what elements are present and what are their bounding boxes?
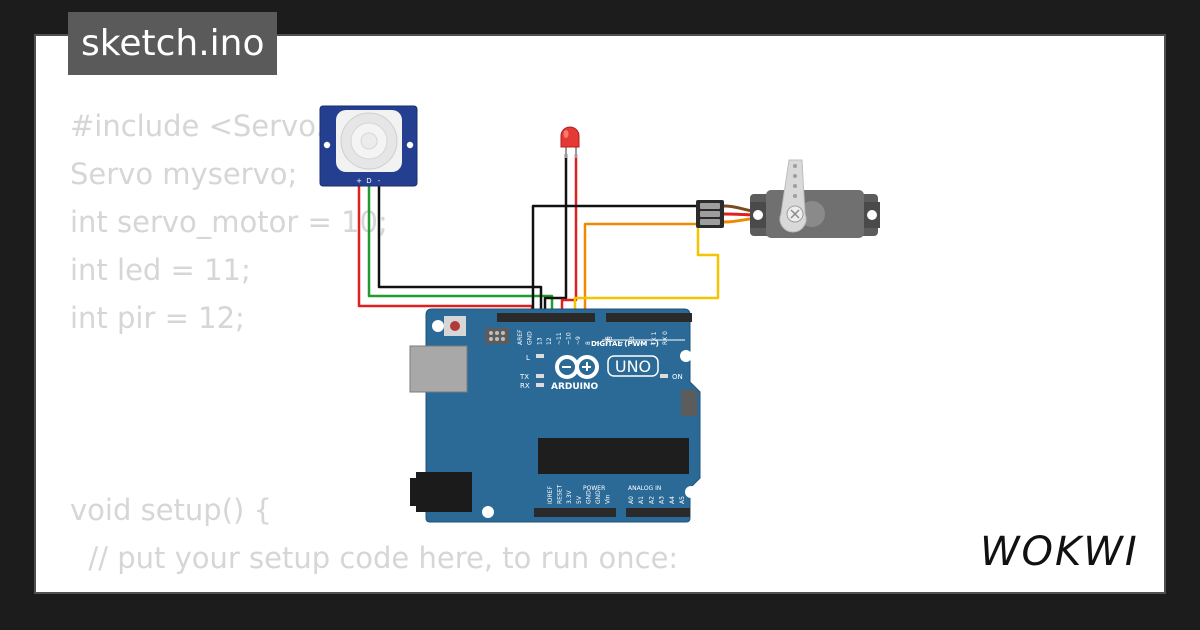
- code-line: pinMode(pir, INPUT);: [70, 582, 678, 592]
- pin-label: AREF: [517, 329, 524, 345]
- digital-label: DIGITAL (PWM ~): [591, 340, 659, 348]
- on-led-label: ON: [672, 373, 683, 381]
- pin-label: A1: [638, 496, 645, 504]
- wire-servo-signal[interactable]: [583, 222, 700, 318]
- pin-label: 12: [546, 337, 553, 345]
- pin-label: A4: [669, 496, 676, 504]
- code-line: Servo myservo;: [70, 157, 298, 191]
- pin-label: A0: [628, 496, 635, 504]
- file-tab[interactable]: sketch.ino: [68, 12, 278, 75]
- wire-servo-gnd[interactable]: [531, 204, 700, 318]
- code-line: int pir = 12;: [70, 301, 245, 335]
- wire-pir-gnd[interactable]: [377, 186, 543, 318]
- pin-label: GND: [585, 490, 592, 504]
- l-led-label: L: [526, 354, 530, 362]
- pin-label: A3: [659, 496, 666, 504]
- usb-port: [409, 345, 468, 393]
- pin-label: 7: [595, 341, 602, 345]
- pin-label: ~3: [629, 336, 636, 345]
- wire-led-anode[interactable]: [560, 154, 578, 318]
- wire-pir-vcc[interactable]: [357, 186, 534, 318]
- tx-led-label: TX: [519, 373, 529, 381]
- microcontroller-chip: [538, 438, 689, 474]
- pin-label: ~10: [566, 332, 573, 345]
- power-label: POWER: [583, 485, 605, 492]
- mount-hole: [323, 141, 331, 149]
- wokwi-logo: WOKWI: [980, 529, 1139, 574]
- code-line: // put your setup code here, to run once…: [70, 541, 679, 575]
- power-jack: [416, 472, 472, 512]
- pin-label: 2: [640, 341, 647, 345]
- mount-hole: [406, 141, 414, 149]
- pin-label: ~6: [604, 336, 611, 345]
- arduino-uno-board[interactable]: DIGITAL (PWM ~) UNO ARDUINO L TX RX ON P…: [409, 308, 701, 523]
- pin-label: A2: [648, 496, 655, 504]
- pin-label: TX 1: [651, 331, 658, 346]
- pin-label: A5: [679, 496, 686, 504]
- code-line: int servo_motor = 10;: [70, 205, 388, 239]
- pir-pin-label: +: [356, 177, 362, 185]
- rx-led-label: RX: [520, 382, 530, 390]
- power-header: [534, 508, 616, 517]
- pin-label: Vin: [605, 494, 612, 504]
- mount-hole: [482, 506, 494, 518]
- pin-label: ~11: [556, 332, 563, 345]
- board-model: UNO: [615, 357, 651, 376]
- pin-label: 8: [585, 341, 592, 345]
- pin-label: ~9: [575, 336, 582, 345]
- mount-hole: [685, 486, 697, 498]
- code-line: int led = 11;: [70, 253, 251, 287]
- pin-label: 5V: [576, 495, 583, 504]
- pin-label: ~5: [607, 336, 614, 345]
- mount-hole: [432, 320, 444, 332]
- red-led[interactable]: [560, 126, 580, 158]
- pin-label: 4: [618, 341, 625, 345]
- code-editor[interactable]: #include <Servo.h>Servo myservo;int serv…: [70, 102, 679, 592]
- pin-label: RESET: [557, 484, 564, 504]
- digital-header: [497, 313, 595, 322]
- analog-header: [626, 508, 690, 517]
- pir-sensor[interactable]: + D -: [319, 105, 418, 187]
- pir-pin-label: -: [378, 177, 381, 185]
- wires: [357, 154, 720, 318]
- pin-label: IOREF: [547, 486, 554, 504]
- code-line: void setup() {: [70, 493, 272, 527]
- wokwi-logo-text: WOKWI: [980, 529, 1139, 574]
- wire-servo-vcc[interactable]: [573, 213, 720, 318]
- pin-label: 3.3V: [566, 489, 573, 504]
- wire-led-cathode[interactable]: [543, 154, 568, 318]
- digital-header: [606, 313, 692, 322]
- mount-hole: [680, 350, 692, 362]
- analog-label: ANALOG IN: [628, 485, 661, 492]
- pin-label: 13: [536, 337, 543, 345]
- pin-label: GND: [595, 490, 602, 504]
- wire-pir-signal[interactable]: [367, 186, 554, 318]
- servo-motor[interactable]: [696, 159, 880, 238]
- board-brand: ARDUINO: [551, 382, 599, 392]
- pir-pin-label: D: [366, 177, 371, 185]
- pin-label: RX 0: [662, 331, 669, 345]
- pin-label: GND: [527, 331, 534, 345]
